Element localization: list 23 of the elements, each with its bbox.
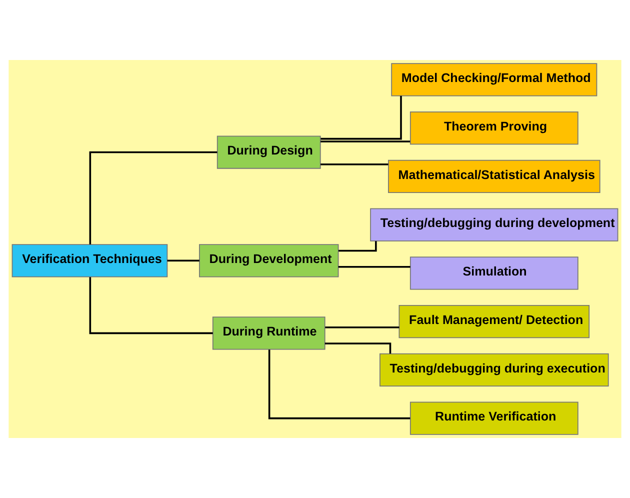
node-box: During Runtime — [212, 316, 326, 350]
connector — [89, 277, 213, 334]
connector — [89, 151, 218, 244]
connector — [167, 260, 200, 262]
connector — [268, 350, 410, 420]
node-box: Simulation — [410, 256, 578, 290]
node-box: During Design — [216, 136, 321, 169]
node-box: Runtime Verification — [410, 402, 578, 435]
node-box: Fault Management/ Detection — [398, 304, 590, 338]
connector — [320, 163, 388, 166]
connector — [325, 326, 400, 328]
node-box: Mathematical/Statistical Analysis — [388, 160, 600, 194]
node-box: During Development — [199, 244, 339, 278]
node-box: Model Checking/Formal Method — [391, 63, 598, 96]
node-box: Testing/debugging during execution — [380, 353, 609, 386]
connector — [338, 241, 377, 252]
connector — [338, 266, 410, 268]
connector — [324, 342, 392, 354]
connector — [320, 96, 402, 140]
node-box: Verification Techniques — [12, 244, 168, 278]
connector — [320, 140, 410, 142]
node-box: Testing/debugging during development — [370, 208, 618, 242]
node-box: Theorem Proving — [410, 112, 578, 145]
